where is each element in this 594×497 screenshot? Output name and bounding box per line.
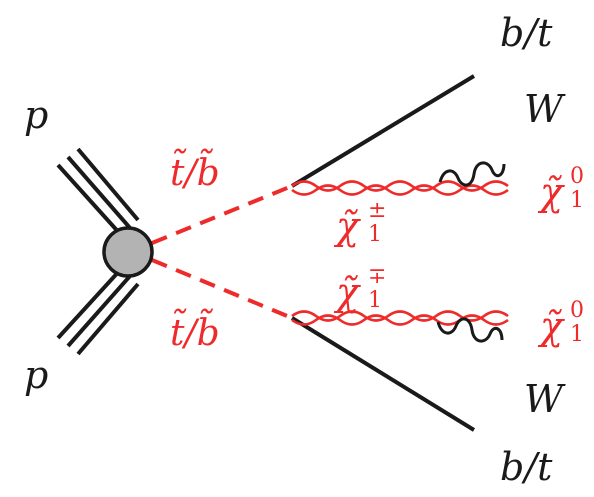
proton-line-bottom <box>56 266 140 356</box>
w-label-bottom: W <box>524 377 564 421</box>
squark-label-top: t̃/b̃ <box>170 153 220 194</box>
chargino-label-top: χ̃ ± 1 <box>336 198 387 248</box>
w-line-top <box>438 161 506 187</box>
chargino-label-bottom: χ̃ ∓ 1 <box>336 264 387 314</box>
w-label-top: W <box>524 87 564 131</box>
squark-line-top <box>151 184 293 245</box>
quark-line-top <box>290 74 476 188</box>
squark-label-bottom: t̃/b̃ <box>170 313 220 354</box>
quark-line-bottom <box>290 316 476 432</box>
neutralino-label-top: χ̃ 0 1 <box>540 164 584 214</box>
chargino-line-top <box>291 180 509 196</box>
quark-label-top: b/t <box>500 11 553 55</box>
proton-line-top <box>56 147 140 238</box>
quark-label-bottom: b/t <box>500 445 553 489</box>
proton-label-top: p <box>24 93 49 137</box>
neutralino-label-bottom: χ̃ 0 1 <box>540 298 584 348</box>
squark-line-bottom <box>151 258 293 320</box>
proton-label-bottom: p <box>24 353 49 397</box>
chargino-line-bottom <box>291 310 509 326</box>
interaction-blob <box>102 226 154 278</box>
w-line-bottom <box>436 317 504 343</box>
